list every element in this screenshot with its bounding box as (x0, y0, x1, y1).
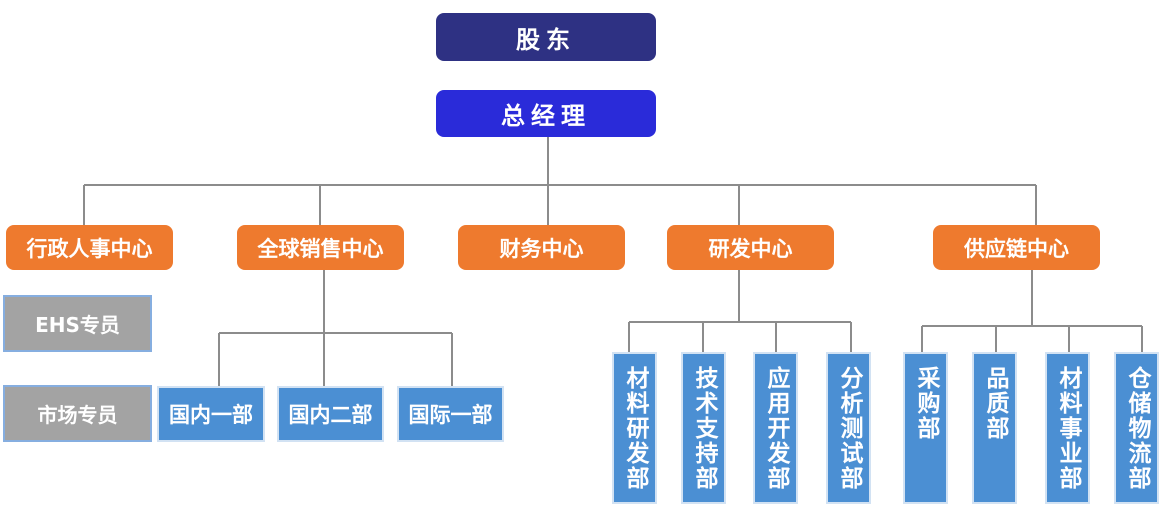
ehs-specialist-box: EHS专员 (3, 295, 152, 352)
sales-dept-box: 国内一部 (157, 386, 265, 442)
market-specialist-box: 市场专员 (3, 385, 152, 442)
supply-dept-label: 仓储物流部 (1124, 366, 1150, 491)
rnd-dept-label: 技术支持部 (691, 366, 717, 491)
sales-center-label: 全球销售中心 (257, 236, 384, 261)
rnd-dept-box: 材料研发部 (612, 352, 657, 504)
rnd-dept-box: 分析测试部 (826, 352, 871, 504)
shareholders-label: 股东 (516, 25, 576, 54)
ehs-specialist-label: EHS专员 (35, 313, 120, 337)
admin-center-label: 行政人事中心 (26, 236, 153, 261)
supply-dept-label: 材料事业部 (1055, 366, 1081, 491)
sales-dept-label: 国内一部 (169, 403, 253, 427)
supply-dept-box: 品质部 (972, 352, 1017, 504)
rnd-dept-label: 应用开发部 (763, 366, 789, 491)
sales-dept-label: 国际一部 (408, 403, 493, 427)
supply-dept-box: 材料事业部 (1045, 352, 1090, 504)
supply-center-label: 供应链中心 (964, 236, 1069, 261)
finance-center-box: 财务中心 (458, 225, 625, 270)
rnd-dept-label: 分析测试部 (836, 366, 862, 491)
finance-center-label: 财务中心 (499, 236, 584, 261)
sales-dept-box: 国内二部 (277, 386, 384, 442)
sales-dept-label: 国内二部 (288, 403, 373, 427)
general-manager-box: 总经理 (436, 90, 656, 137)
supply-dept-box: 采购部 (903, 352, 948, 504)
admin-center-box: 行政人事中心 (6, 225, 173, 270)
rnd-center-box: 研发中心 (667, 225, 834, 270)
rnd-dept-box: 应用开发部 (753, 352, 798, 504)
rnd-dept-box: 技术支持部 (681, 352, 726, 504)
rnd-center-label: 研发中心 (708, 236, 793, 261)
sales-dept-box: 国际一部 (397, 386, 504, 442)
rnd-dept-label: 材料研发部 (622, 366, 648, 491)
sales-center-box: 全球销售中心 (237, 225, 404, 270)
supply-dept-label: 采购部 (913, 366, 939, 441)
general-manager-label: 总经理 (501, 102, 591, 130)
supply-dept-label: 品质部 (982, 366, 1008, 441)
shareholders-box: 股东 (436, 13, 656, 61)
supply-center-box: 供应链中心 (933, 225, 1100, 270)
supply-dept-box: 仓储物流部 (1114, 352, 1159, 504)
market-specialist-label: 市场专员 (37, 403, 118, 427)
